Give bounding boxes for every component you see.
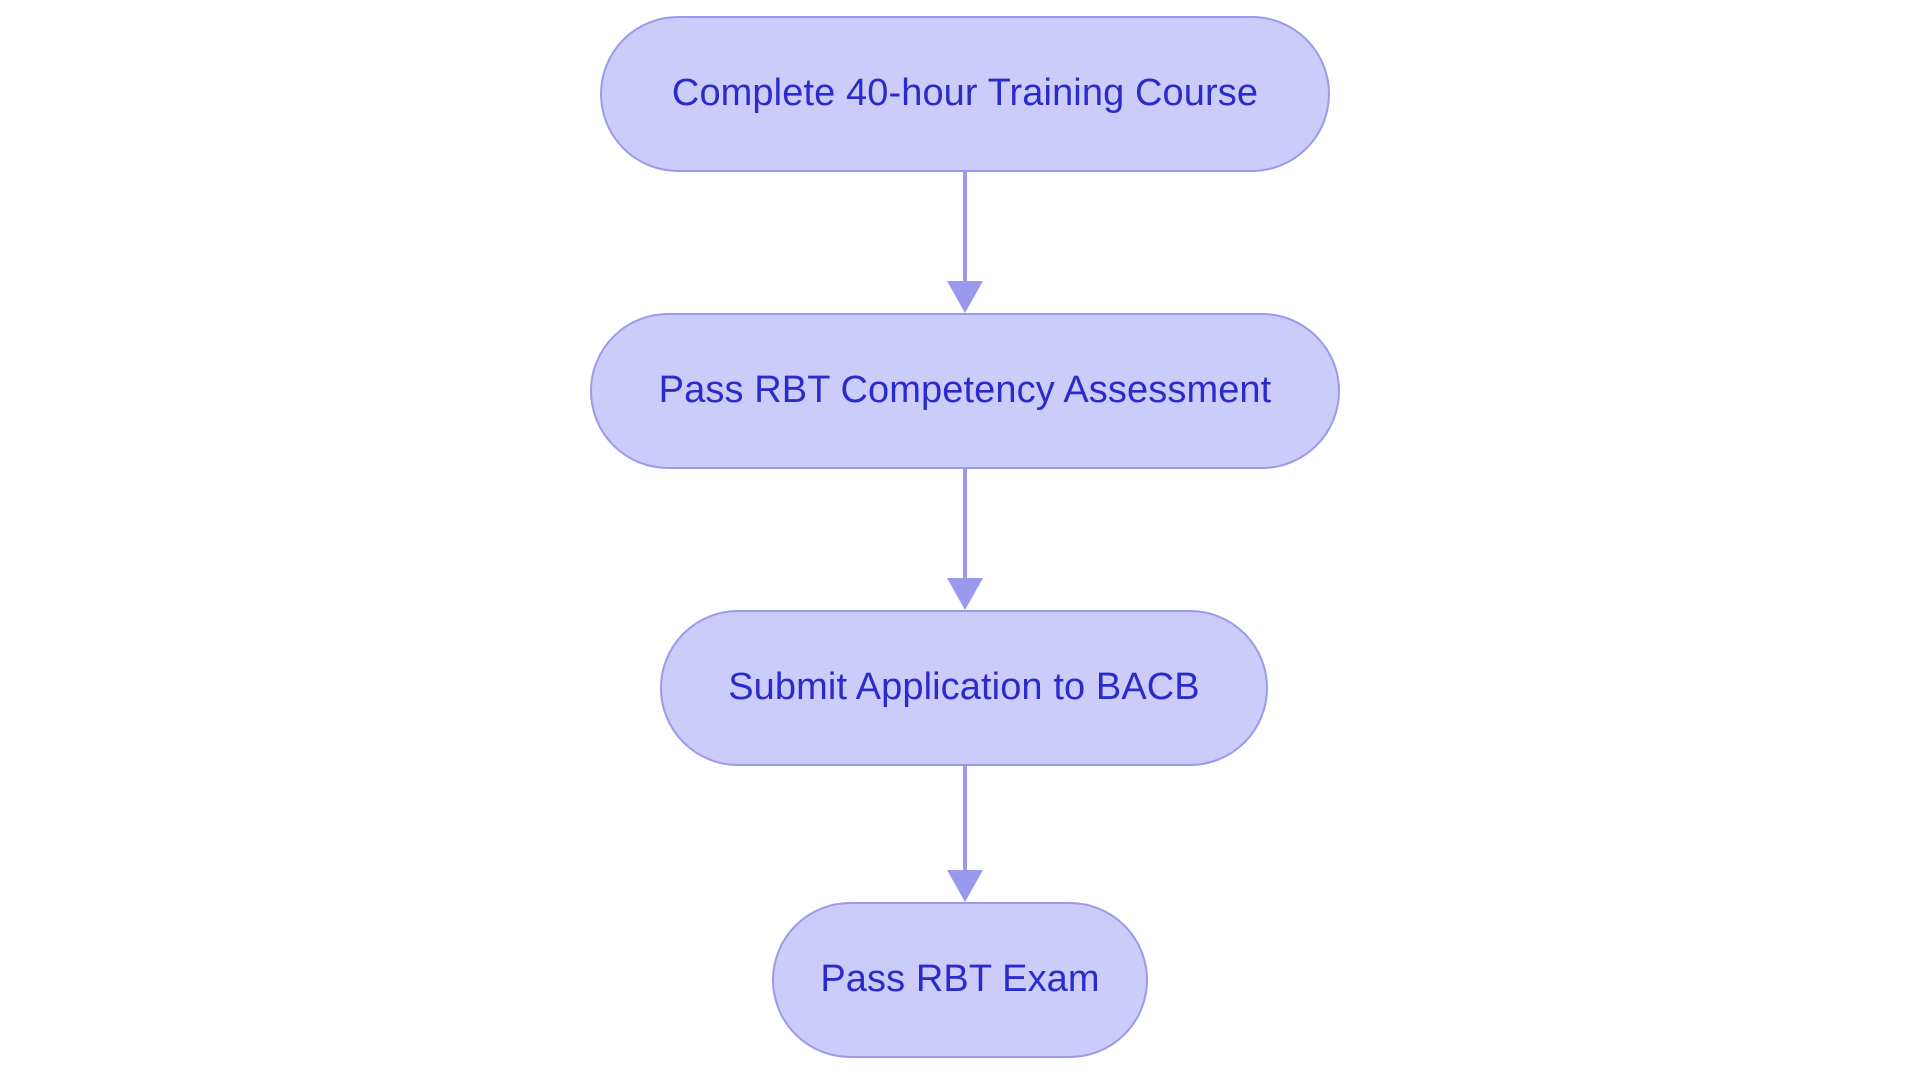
arrow-down-icon — [947, 578, 983, 610]
flow-edge-node2-to-node3 — [947, 766, 983, 902]
edge-line — [963, 172, 967, 281]
flow-node-label: Complete 40-hour Training Course — [671, 72, 1259, 115]
arrow-down-icon — [947, 281, 983, 313]
arrow-down-icon — [947, 870, 983, 902]
flow-node-label: Submit Application to BACB — [728, 666, 1200, 709]
flow-edge-node1-to-node2 — [947, 469, 983, 610]
flow-edge-node0-to-node1 — [947, 172, 983, 313]
flow-node-submit-application-bacb[interactable]: Submit Application to BACB — [660, 610, 1268, 766]
edge-line — [963, 766, 967, 870]
flow-node-complete-training-course[interactable]: Complete 40-hour Training Course — [600, 16, 1330, 172]
flow-node-pass-competency-assessment[interactable]: Pass RBT Competency Assessment — [590, 313, 1340, 469]
flow-node-pass-rbt-exam[interactable]: Pass RBT Exam — [772, 902, 1148, 1058]
flow-node-label: Pass RBT Competency Assessment — [658, 369, 1272, 412]
edge-line — [963, 469, 967, 578]
flow-node-label: Pass RBT Exam — [820, 958, 1100, 1001]
